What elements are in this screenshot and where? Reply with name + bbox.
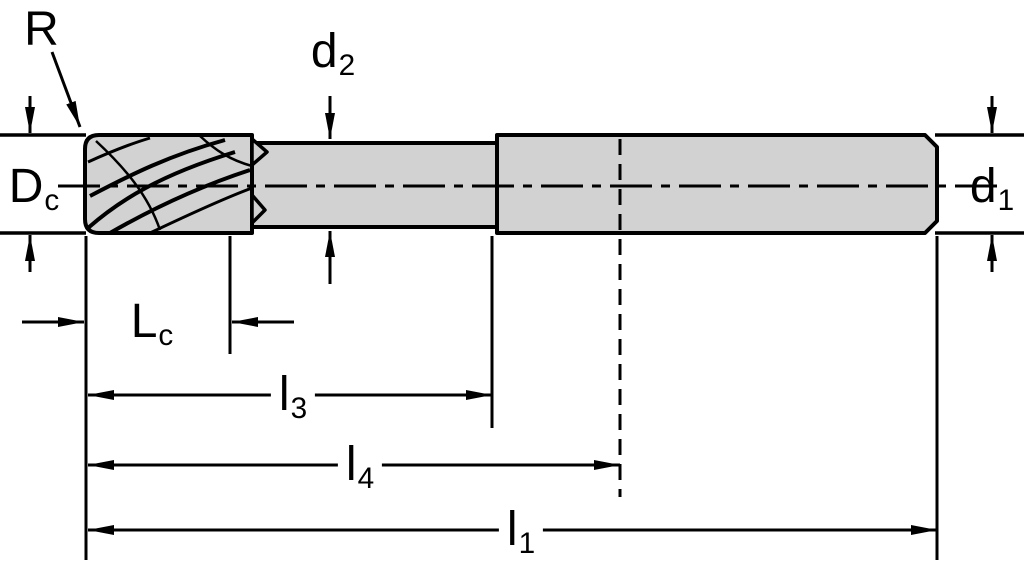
label-subscript: 1 <box>518 527 536 561</box>
extension-lines-vertical <box>84 236 939 560</box>
label-subscript: c <box>158 319 174 353</box>
label-text: L <box>130 295 158 348</box>
label-text: l <box>506 503 518 556</box>
label-text: d <box>310 25 338 78</box>
tool-shank <box>495 133 939 235</box>
label-length-l3: l3 <box>270 368 316 424</box>
flute-teeth <box>250 137 269 225</box>
label-corner-radius: R <box>16 6 68 54</box>
flute-lines <box>86 135 253 235</box>
label-overall-length: l1 <box>498 503 544 559</box>
label-subscript: 1 <box>997 184 1015 218</box>
diameter-arrows <box>25 96 997 284</box>
label-text: l <box>345 438 357 491</box>
label-shank-diameter: d1 <box>962 160 1022 216</box>
label-subscript: 2 <box>338 49 356 83</box>
label-cutting-diameter: Dc <box>1 160 68 216</box>
label-subscript: 3 <box>290 392 308 426</box>
label-text: d <box>969 160 997 213</box>
label-subscript: c <box>44 184 60 218</box>
extension-lines-horizontal <box>0 133 1024 235</box>
label-length-l4: l4 <box>337 438 383 494</box>
label-neck-diameter: d2 <box>303 25 363 81</box>
label-cutting-length: Lc <box>123 295 182 351</box>
length-dimension-lines <box>22 317 937 535</box>
label-subscript: 4 <box>357 462 375 496</box>
leader-line-R <box>50 51 82 128</box>
label-text: R <box>24 3 59 56</box>
label-text: D <box>8 160 44 213</box>
label-text: l <box>278 368 290 421</box>
